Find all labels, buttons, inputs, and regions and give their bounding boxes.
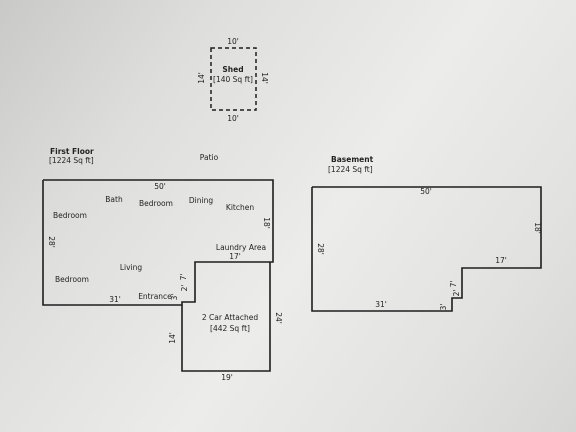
patio-label: Patio xyxy=(200,153,219,162)
shed-name: Shed xyxy=(222,65,243,74)
shed-outline xyxy=(210,47,257,111)
garage-name: 2 Car Attached xyxy=(202,313,258,322)
first-floor-dim-bottom: 31' xyxy=(109,295,121,304)
first-floor-dim-top: 50' xyxy=(154,182,166,191)
basement-group: Basement [1224 Sq ft] 50' 28' 18' 17' 7'… xyxy=(311,155,542,312)
room-kitchen: Kitchen xyxy=(226,203,254,212)
shed-dim-right: 14' xyxy=(260,72,269,84)
basement-dim-right: 18' xyxy=(533,222,542,234)
basement-dim-step-vertical: 7' xyxy=(449,281,458,288)
shed-dim-left: 14' xyxy=(197,72,206,84)
first-floor-dim-step-horizontal: 17' xyxy=(229,252,241,261)
basement-dim-step-horizontal: 17' xyxy=(495,256,507,265)
room-dining: Dining xyxy=(189,196,213,205)
room-laundry-area: Laundry Area xyxy=(216,243,266,252)
first-floor-title: First Floor xyxy=(50,147,94,156)
basement-title: Basement xyxy=(331,155,374,164)
garage-outline xyxy=(181,262,271,372)
basement-dim-bottom: 31' xyxy=(375,300,387,309)
basement-dim-notch-vertical: 3' xyxy=(439,304,448,311)
room-bath: Bath xyxy=(105,195,123,204)
basement-dim-top: 50' xyxy=(420,187,432,196)
basement-area: [1224 Sq ft] xyxy=(328,165,373,174)
first-floor-dim-right: 18' xyxy=(262,217,271,229)
first-floor-group: First Floor [1224 Sq ft] Patio 50' 28' 1… xyxy=(42,147,274,306)
first-floor-dim-left: 28' xyxy=(47,236,56,248)
garage-dim-left: 14' xyxy=(168,332,177,344)
garage-group: 2 Car Attached [442 Sq ft] 14' 24' 19' xyxy=(168,262,283,382)
first-floor-outline xyxy=(42,179,274,306)
first-floor-dim-notch-vertical: 3' xyxy=(170,294,179,301)
garage-dim-bottom: 19' xyxy=(221,373,233,382)
garage-area: [442 Sq ft] xyxy=(210,324,250,333)
shed-dim-top: 10' xyxy=(227,37,239,46)
room-bedroom-top: Bedroom xyxy=(53,211,87,220)
room-bedroom-center: Bedroom xyxy=(139,199,173,208)
room-bedroom-bottom: Bedroom xyxy=(55,275,89,284)
basement-dim-left: 28' xyxy=(316,243,325,255)
room-entrance: Entrance xyxy=(138,292,172,301)
first-floor-area: [1224 Sq ft] xyxy=(49,156,94,165)
shed-group: 10' 10' 14' 14' Shed [140 Sq ft] xyxy=(197,37,269,123)
basement-outline xyxy=(311,186,542,312)
basement-dim-notch-horizontal: 2' xyxy=(452,290,461,297)
first-floor-dim-step-vertical: 7' xyxy=(179,274,188,281)
shed-dim-bottom: 10' xyxy=(227,114,239,123)
garage-dim-right: 24' xyxy=(274,312,283,324)
shed-area: [140 Sq ft] xyxy=(213,75,253,84)
first-floor-dim-notch-horizontal: 2' xyxy=(180,285,189,292)
room-living: Living xyxy=(120,263,143,272)
